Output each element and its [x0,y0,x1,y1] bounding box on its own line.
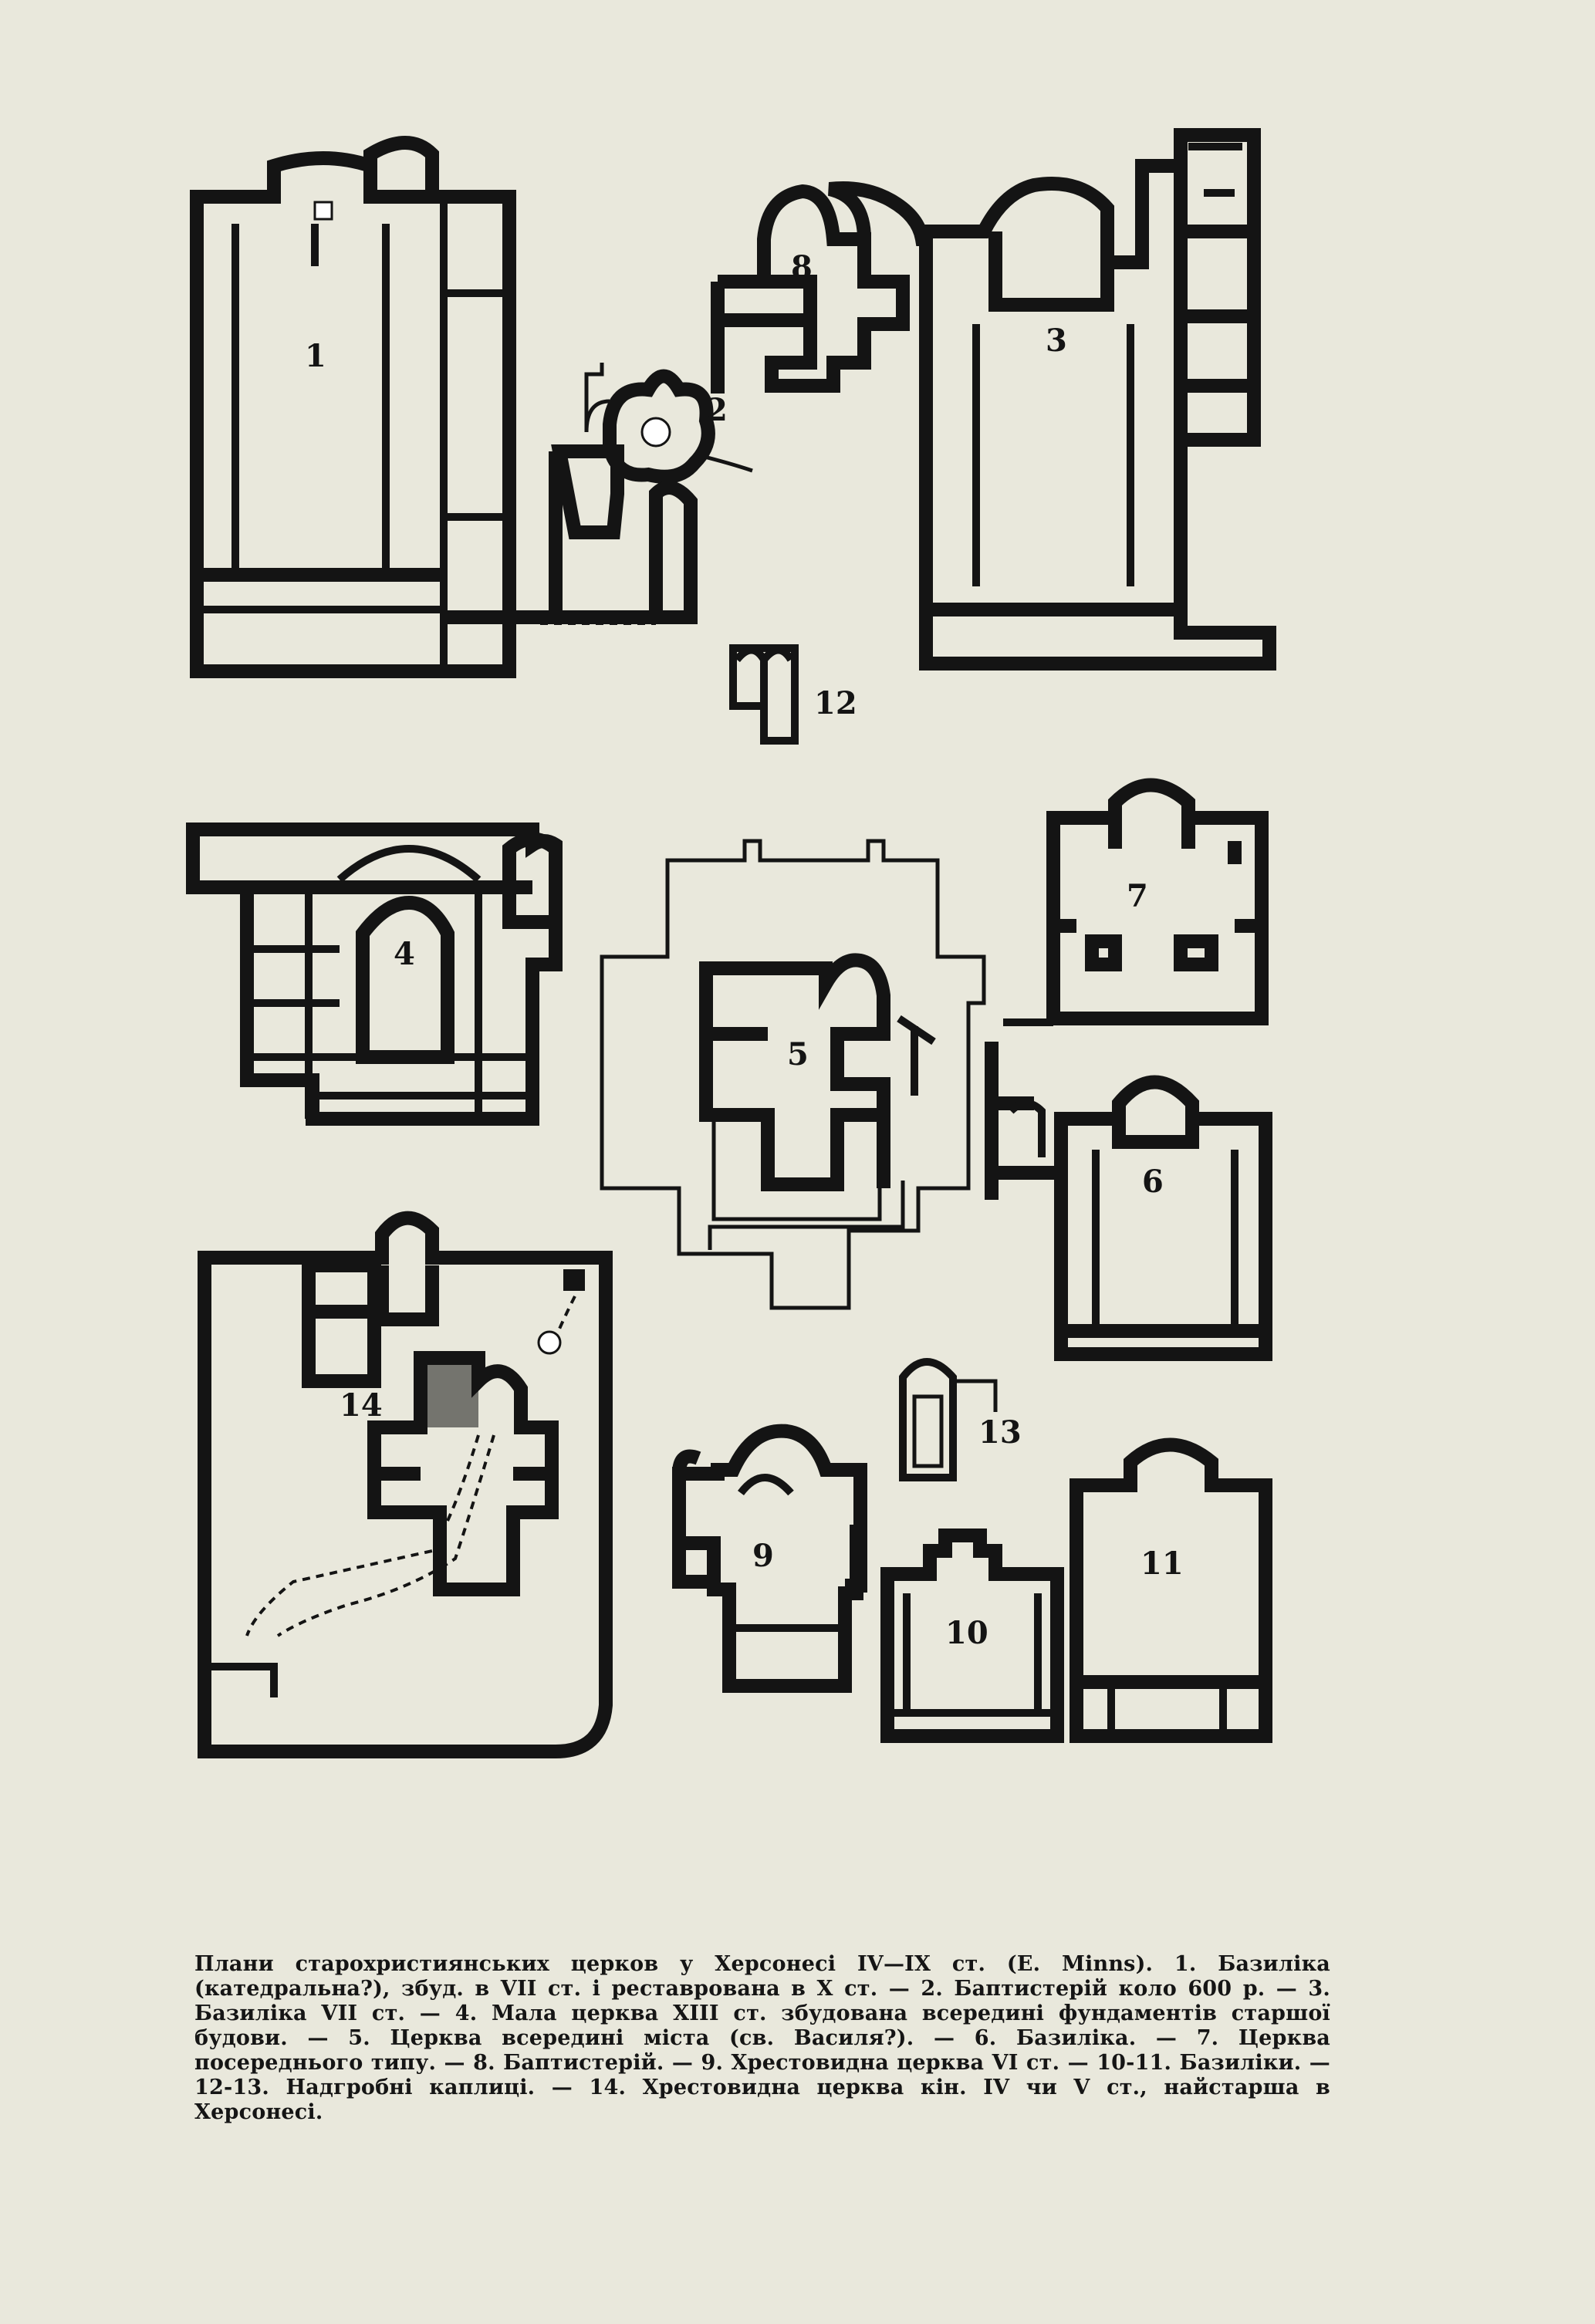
plan-10-label: 10 [945,1615,988,1651]
plan-6-basilica: 6 [985,1042,1272,1361]
plan-1-label: 1 [305,338,326,374]
plan-9-label: 9 [752,1538,774,1574]
plan-5-city-church: 5 [600,839,986,1310]
plan-12-grave-chapel: 12 [729,644,857,745]
plan-5-label: 5 [787,1036,809,1072]
plan-2-baptistery: 2 [540,363,753,625]
plan-8-baptistery: 8 [711,181,933,394]
plan-4-small-church: 4 [186,823,563,1126]
plan-13-label: 13 [978,1414,1022,1451]
plan-7-label: 7 [1127,878,1148,914]
plan-12-label: 12 [814,685,857,721]
plan-2-label: 2 [706,392,728,428]
plan-10-basilica: 10 [880,1529,1064,1743]
plan-4-label: 4 [394,936,415,972]
plan-3-label: 3 [1046,323,1067,359]
plan-9-cruciform-church: 9 [672,1424,867,1693]
plan-11-label: 11 [1140,1545,1184,1582]
plan-13-grave-chapel: 13 [899,1358,1022,1481]
plan-6-label: 6 [1142,1164,1164,1200]
plan-7-intermediate-church: 7 [1003,778,1269,1026]
church-plans-plate: 1 2 8 [186,128,1276,1758]
church-plans-drawing: 1 2 8 [186,128,1276,1758]
plan-3-basilica: 3 [919,128,1276,671]
plan-14-cruciform-church: 14 [198,1211,613,1758]
plan-8-label: 8 [791,249,813,285]
figure-caption: Плани старохристиянських церков у Херсон… [194,1952,1330,2124]
plan-14-label: 14 [340,1387,383,1424]
plan-11-basilica: 11 [1070,1437,1272,1743]
